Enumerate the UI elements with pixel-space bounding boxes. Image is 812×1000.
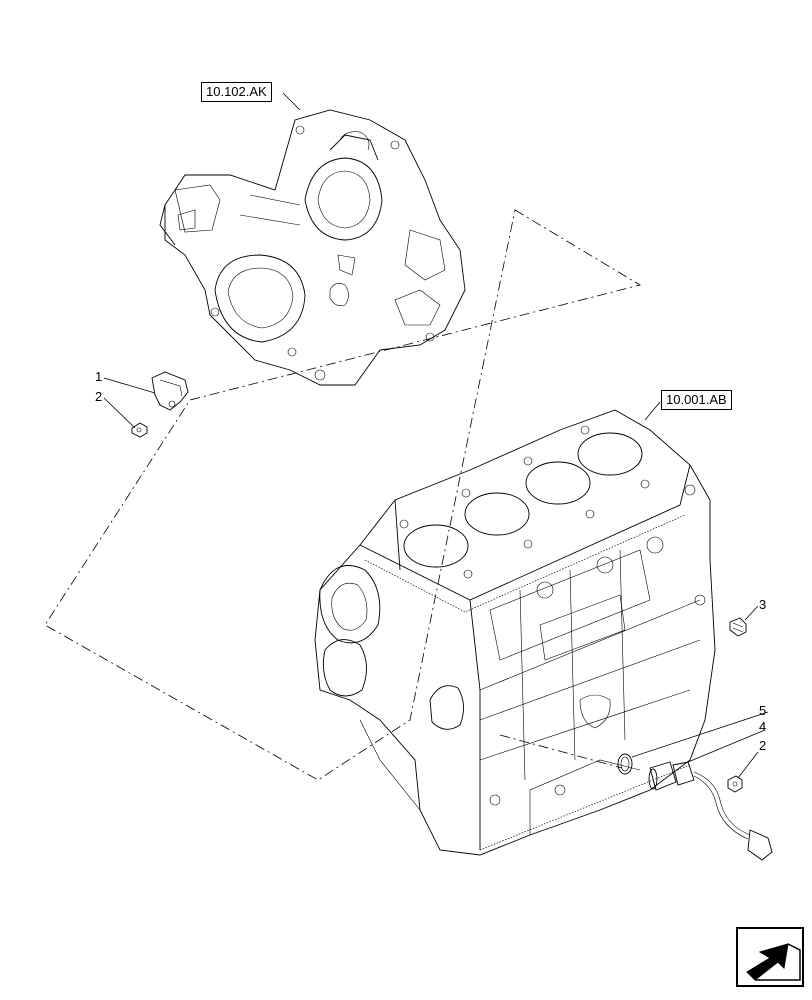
- sensor-alignment-line: [499, 734, 623, 769]
- leader-item-2-upper: [103, 397, 136, 429]
- callout-item-4: 4: [759, 719, 767, 734]
- speed-sensor-part-4: [648, 761, 773, 861]
- engine-block: [314, 409, 716, 856]
- callout-item-3: 3: [759, 597, 767, 612]
- ref-label-front-cover[interactable]: 10.102.AK: [201, 82, 272, 102]
- callout-item-2-upper: 2: [95, 389, 103, 404]
- leader-item-2-lower: [737, 751, 759, 779]
- leader-item-1: [103, 377, 156, 394]
- bolt-part-2-lower: [727, 775, 743, 793]
- front-timing-cover: [159, 109, 466, 386]
- ref-label-engine-block[interactable]: 10.001.AB: [661, 390, 732, 410]
- leader-item-4: [687, 729, 766, 763]
- leader-item-3: [744, 605, 759, 621]
- ref-leader-front-cover: [282, 92, 301, 111]
- bolt-part-2-upper: [131, 422, 148, 438]
- o-ring-part-5: [617, 753, 633, 775]
- callout-item-5: 5: [759, 703, 767, 718]
- ref-leader-engine-block: [644, 401, 661, 421]
- plug-part-3: [729, 617, 747, 637]
- leader-item-5: [631, 711, 769, 758]
- callout-item-1: 1: [95, 369, 103, 384]
- callout-item-2-lower: 2: [759, 738, 767, 753]
- next-page-arrow-icon[interactable]: [736, 927, 804, 987]
- assembly-outline: [44, 209, 642, 781]
- crank-sensor-part-1: [151, 371, 189, 411]
